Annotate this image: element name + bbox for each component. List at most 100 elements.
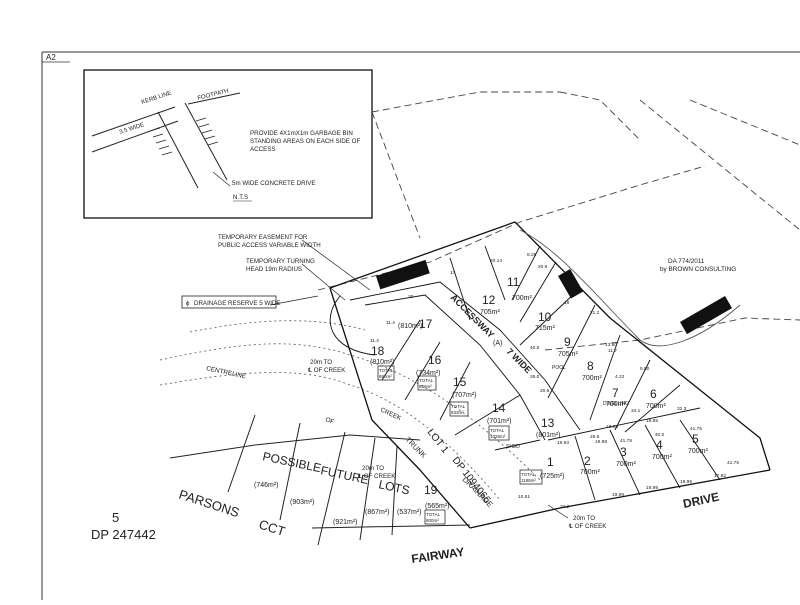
dim-label: 13.80: [605, 342, 617, 348]
lot-1-area: (725m²): [540, 473, 565, 480]
inset-drive-dim-arrow: [212, 171, 231, 187]
future-area-2: (903m²): [290, 499, 315, 506]
total-18-value: 880m²: [379, 374, 392, 379]
dim-label: 21.2: [590, 310, 600, 316]
lot-13-area: (801m²): [536, 432, 561, 439]
inset-bin-hatch-left: [149, 127, 173, 156]
lot-11-area: 700m²: [512, 295, 533, 302]
dim-label: 11.7: [608, 348, 617, 354]
dim-label: 19.88: [595, 439, 607, 445]
dim-label: 4.22: [615, 374, 625, 380]
shed-label: SHED: [506, 444, 520, 450]
cct-label: CCT: [257, 517, 287, 540]
inset-drive-right: [184, 102, 228, 181]
lot-2-area: 700m²: [580, 469, 601, 476]
total-16-value: 856m²: [419, 384, 432, 389]
to-creek-a-2: ℄ OF CREEK: [308, 367, 346, 374]
total-boxes: [377, 365, 543, 525]
total-14-value: 1028m²: [490, 434, 506, 439]
lot-11-number: 11: [507, 275, 520, 289]
dim-label: 41.75: [690, 426, 702, 432]
dim-label: 17: [450, 270, 456, 276]
fairway-label: FAIRWAY: [410, 545, 465, 566]
inset-footpath-line: [187, 92, 241, 105]
drainage-reserve-box: [181, 295, 277, 309]
lot-1-number: 1: [547, 455, 554, 469]
lot-4-number: 4: [656, 438, 663, 452]
inset-nts: N.T.S: [233, 194, 248, 201]
total-14-label: TOTAL: [490, 428, 505, 433]
dim-label: 34.1: [631, 408, 641, 414]
dim-label: 20: [408, 294, 414, 300]
dp-number: DP 247442: [91, 527, 156, 542]
lot-7-number: 7: [612, 386, 619, 400]
lot-14-number: 14: [492, 401, 506, 415]
inset-drive-note: 5m WIDE CONCRETE DRIVE: [232, 180, 316, 187]
dim-label: 40.5: [530, 345, 540, 351]
lot-2-number: 2: [584, 454, 591, 468]
turning-note-2: HEAD 19m RADIUS: [246, 266, 302, 273]
dim-label: 35.0: [530, 374, 540, 380]
dim-label: 19.93: [557, 440, 569, 446]
total-1-value: 1188m²: [521, 478, 536, 483]
turning-note-1: TEMPORARY TURNING: [246, 258, 315, 265]
lot-12-area: 705m²: [480, 309, 501, 316]
inset-note-line1: PROVIDE 4X1mX1m GARBAGE BIN: [250, 130, 353, 137]
inset-drive-left: [157, 111, 199, 189]
dim-label: 18.85: [606, 424, 618, 430]
pool-label: POOL: [552, 365, 566, 371]
lot-17-number: 17: [419, 317, 433, 331]
street-sign-blocks: [376, 259, 733, 335]
subdivision-boundary: [329, 221, 771, 529]
lot-3-area: 700m²: [616, 461, 637, 468]
dim-label: 32.3: [677, 406, 687, 412]
lot-10-number: 10: [538, 310, 552, 324]
dim-label: 19.99: [612, 492, 624, 498]
easement-note-2: PUBLIC ACCESS VARIABLE WIDTH: [218, 242, 321, 249]
creek-centreline-label: CENTRELINE: [206, 365, 247, 380]
to-creek-c-1: 20m TO: [573, 515, 595, 522]
drive-curve: [519, 229, 741, 347]
dim-label: 20.14: [490, 258, 502, 264]
lot-16-area: (734m²): [416, 370, 441, 377]
a-marker: (A): [493, 340, 502, 347]
inset-footpath-label: FOOTPATH: [197, 88, 229, 102]
dim-label: 25.5: [590, 434, 600, 440]
inset-kerb-label: KERB LINE: [141, 91, 173, 106]
drive-label: DRIVE: [682, 490, 721, 511]
creek-of-label: OF: [324, 416, 335, 426]
parsons-label: PARSONS: [177, 487, 241, 521]
dim-label: 5.00: [640, 366, 650, 372]
dim-label: 41.75: [727, 460, 739, 466]
total-16-label: TOTAL: [419, 378, 434, 383]
lot-4-area: 700m²: [652, 454, 673, 461]
total-1-label: TOTAL: [521, 472, 536, 477]
lot-16-number: 16: [428, 353, 442, 367]
lot-9-area: 705m²: [558, 351, 579, 358]
total-19-value: 800m²: [426, 518, 439, 523]
inset-kerb-line: [91, 106, 176, 137]
inset-note-line3: ACCESS: [250, 146, 275, 153]
dim-label: 11.4: [386, 320, 395, 326]
lot-boundaries: [381, 245, 721, 501]
dim-label: 41.75: [620, 438, 632, 444]
future-area-1: (746m²): [254, 482, 279, 489]
lot-19-area: (565m²): [425, 503, 450, 510]
lot-17-area: (810m²): [398, 323, 423, 330]
turning-head-arc: [329, 295, 376, 356]
to-creek-c-2: ℄ OF CREEK: [569, 523, 607, 530]
lot-10-area: 715m²: [535, 325, 556, 332]
future-area-4: (867m²): [365, 509, 390, 516]
lot-6-area: 700m²: [646, 403, 667, 410]
lot-14-area: (701m²): [487, 418, 512, 425]
inset-frame: [83, 69, 373, 219]
lot-13-number: 13: [541, 416, 555, 430]
easement-note-1: TEMPORARY EASEMENT FOR: [218, 234, 308, 241]
dim-label: 8.25: [527, 252, 537, 258]
leader-lines: [269, 239, 569, 519]
dwelling-label: DWELLING: [603, 401, 629, 407]
dim-label: 11.4: [370, 338, 379, 344]
dim-label: 20.6: [540, 388, 550, 394]
adjoining-boundaries: [317, 91, 800, 351]
